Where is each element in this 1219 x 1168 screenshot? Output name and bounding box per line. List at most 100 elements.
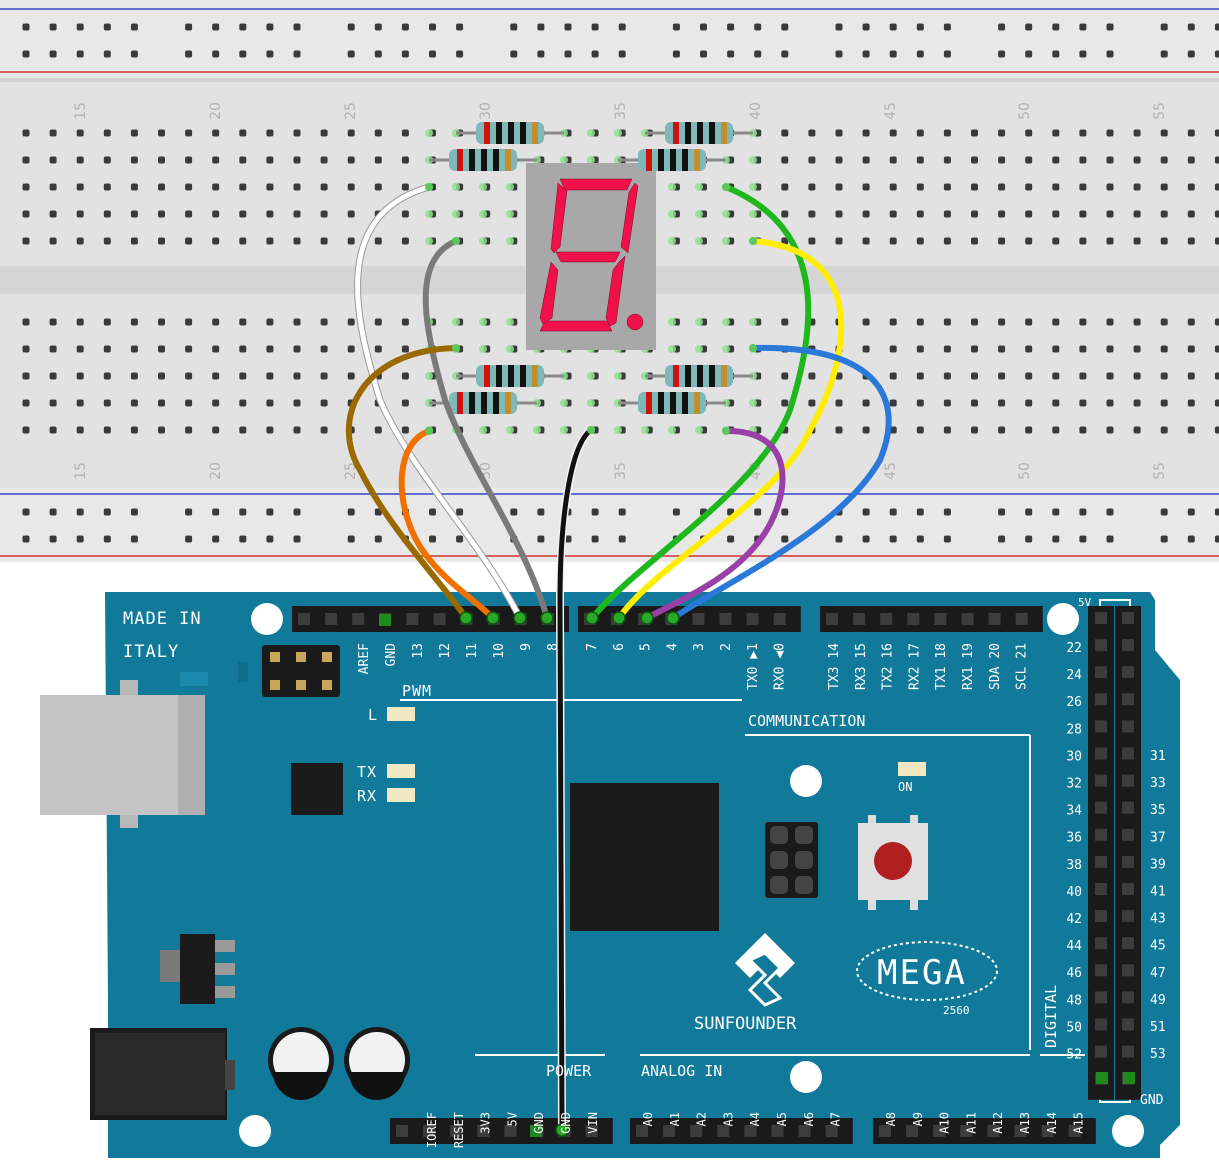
rail-hole — [22, 535, 30, 543]
breadboard-hole — [320, 426, 328, 434]
breadboard-hole — [1187, 399, 1195, 407]
gnd-pin — [1123, 1072, 1135, 1084]
breadboard-hole — [781, 210, 789, 218]
breadboard-hole — [401, 318, 409, 326]
breadboard-hole — [49, 399, 57, 407]
wire-white — [354, 183, 524, 622]
breadboard-hole — [347, 345, 355, 353]
breadboard-hole — [374, 318, 382, 326]
header-pin — [960, 1125, 973, 1137]
pin-label: 9 — [519, 643, 534, 651]
pin-label: 3V3 — [479, 1112, 493, 1134]
pin-label: 33 — [1150, 776, 1166, 791]
rail-hole — [727, 535, 735, 543]
segment-e — [539, 261, 559, 325]
header-pin — [1068, 1125, 1081, 1137]
active-hole — [479, 345, 487, 353]
breadboard-hole — [1052, 399, 1060, 407]
breadboard-hole — [320, 210, 328, 218]
pin-label: A4 — [748, 1112, 762, 1126]
header-pin — [961, 613, 974, 625]
active-hole — [695, 426, 703, 434]
led-tx — [387, 764, 415, 778]
breadboard-hole — [781, 372, 789, 380]
pin-label: A12 — [991, 1112, 1005, 1134]
breadboard-hole — [835, 372, 843, 380]
rail-hole — [1187, 508, 1195, 516]
rail-hole — [862, 508, 870, 516]
header-pin — [717, 1125, 730, 1137]
rail-hole — [1187, 23, 1195, 31]
breadboard-hole — [320, 183, 328, 191]
pin-label: 5 — [639, 643, 654, 651]
breadboard-hole — [889, 426, 897, 434]
breadboard-hole — [998, 399, 1006, 407]
usb-connector — [40, 680, 205, 828]
pin-label: 31 — [1150, 749, 1166, 764]
header-pin — [1041, 1125, 1054, 1137]
rail-hole — [618, 50, 626, 58]
breadboard-hole — [320, 156, 328, 164]
rail-hole — [998, 508, 1006, 516]
active-hole — [614, 129, 622, 137]
rail-hole — [564, 535, 572, 543]
pin-label: 24 — [1066, 668, 1082, 683]
breadboard-hole — [998, 129, 1006, 137]
pin-label: GND — [559, 1112, 573, 1134]
rail-hole — [754, 23, 762, 31]
pin-label: RX2 17 — [907, 643, 922, 690]
active-hole — [560, 399, 568, 407]
rail-hole — [916, 535, 924, 543]
header-pin — [1095, 1018, 1107, 1031]
gnd-pin — [530, 1125, 542, 1137]
rail-hole — [672, 508, 680, 516]
pin-label: 36 — [1066, 831, 1082, 846]
breadboard-hole — [1106, 237, 1114, 245]
breadboard-hole — [347, 210, 355, 218]
segment-dp — [626, 313, 644, 331]
pin-label: 32 — [1066, 777, 1082, 792]
breadboard-hole — [212, 426, 220, 434]
breadboard-hole — [103, 372, 111, 380]
pin-label: RX0 ◀0 — [773, 643, 788, 690]
active-hole — [506, 237, 514, 245]
rail-hole — [889, 535, 897, 543]
breadboard-hole — [185, 426, 193, 434]
rail-hole — [185, 50, 193, 58]
pin-label: 22 — [1066, 641, 1082, 656]
breadboard-hole — [998, 318, 1006, 326]
breadboard-hole — [916, 372, 924, 380]
power-jack — [90, 1028, 235, 1120]
breadboard-hole — [212, 399, 220, 407]
header-pin — [853, 613, 866, 625]
pin-label: 37 — [1150, 830, 1166, 845]
active-hole — [668, 183, 676, 191]
rail-hole — [537, 50, 545, 58]
active-hole — [668, 210, 676, 218]
header-pin — [907, 613, 920, 625]
breadboard-hole — [266, 237, 274, 245]
breadboard-hole — [1133, 156, 1141, 164]
mounting-hole — [790, 765, 822, 797]
header-pin — [504, 1125, 517, 1137]
breadboard-hole — [266, 345, 274, 353]
breadboard-hole — [22, 318, 30, 326]
breadboard-hole — [835, 129, 843, 137]
pin-label: TX0 ▶1 — [746, 643, 761, 690]
rail-hole — [212, 50, 220, 58]
breadboard-hole — [781, 399, 789, 407]
breadboard-hole — [158, 372, 165, 380]
breadboard-hole — [862, 426, 870, 434]
breadboard-hole — [889, 318, 897, 326]
breadboard-hole — [374, 156, 382, 164]
breadboard-hole — [1106, 372, 1114, 380]
pin-label: TX1 18 — [934, 643, 949, 690]
breadboard-hole — [862, 318, 870, 326]
pin-label: 13 — [411, 643, 426, 659]
breadboard-hole — [293, 345, 301, 353]
pin-label: 51 — [1150, 1020, 1166, 1035]
breadboard-hole — [130, 372, 138, 380]
wire-pin-end — [540, 611, 554, 625]
resistor — [456, 365, 564, 387]
